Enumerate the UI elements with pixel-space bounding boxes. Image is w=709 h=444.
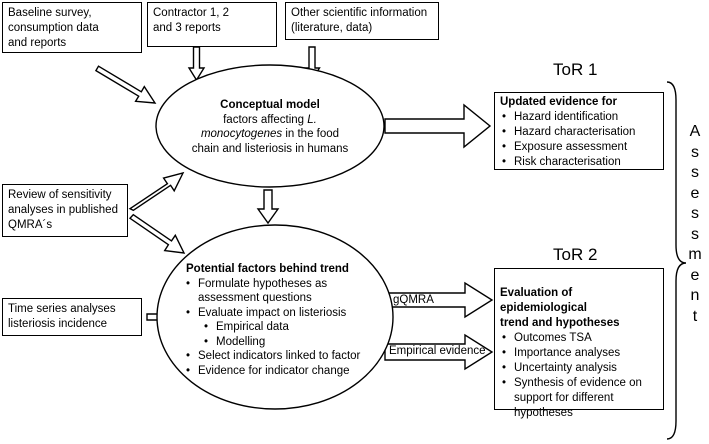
baseline-line-3: and reports [8, 37, 67, 49]
factor-item: Evidence for indicator change [184, 364, 384, 379]
review-line-1: Review of sensitivity [8, 189, 112, 201]
potential-factors-list: Formulate hypotheses as assessment quest… [184, 277, 384, 379]
other-line-1: Other scientific information [291, 7, 428, 19]
tor1-evidence-box: Updated evidence for Hazard identificati… [494, 92, 664, 170]
tor1-item: Hazard identification [500, 110, 658, 125]
other-line-2: (literature, data) [291, 22, 373, 34]
tor1-item: Exposure assessment [500, 140, 658, 155]
gqmra-label: gQMRA [393, 294, 434, 306]
factor-item: Select indicators linked to factor [184, 349, 384, 364]
tor2-item: Importance analyses [500, 346, 658, 361]
assessment-letter: s [691, 143, 699, 161]
factor-subitem: Modelling [184, 335, 384, 350]
potential-factors-text: Potential factors behind trend Formulate… [184, 262, 384, 378]
factor-item: Evaluate impact on listeriosis [184, 306, 384, 321]
conceptual-model-line-1: factors affecting L. [223, 113, 317, 126]
potential-factors-title: Potential factors behind trend [186, 263, 349, 275]
tor2-item-continued: support for different [514, 392, 614, 404]
tor1-item: Hazard characterisation [500, 125, 658, 140]
tor2-label: ToR 2 [553, 245, 598, 264]
timeseries-line-2: listeriosis incidence [8, 318, 108, 330]
tor2-item: Uncertainty analysis [500, 361, 658, 376]
assessment-letter: s [691, 205, 699, 222]
assessment-letter: e [690, 266, 700, 284]
assessment-letter: A [689, 123, 701, 140]
arrow-contractor-to-model [187, 46, 206, 82]
assessment-letter: s [691, 225, 699, 243]
arrow-model-to-factors [256, 189, 280, 225]
conceptual-model-ellipse [155, 64, 385, 188]
tor2-item-continued: hypotheses [514, 407, 573, 419]
contractor-line-2: and 3 reports [153, 22, 221, 34]
assessment-letter: t [692, 307, 698, 325]
assessment-letter: n [690, 287, 700, 304]
arrow-baseline-to-model [94, 65, 157, 104]
empirical-evidence-label: Empirical evidence [389, 345, 486, 357]
arrow-gqmra-to-tor2 [384, 281, 494, 319]
tor2-item: Synthesis of evidence on [500, 376, 658, 391]
conceptual-model-line-3: chain and listeriosis in humans [191, 142, 349, 155]
baseline-survey-box: Baseline survey, consumption data and re… [2, 2, 142, 53]
arrow-review-to-model [128, 171, 185, 212]
review-line-3: QMRA´s [8, 219, 53, 231]
arrow-review-to-factors [128, 213, 186, 254]
tor1-heading: Updated evidence for [500, 96, 617, 108]
conceptual-model-title: Conceptual model [220, 99, 320, 111]
tor1-list: Hazard identification Hazard characteris… [500, 110, 658, 170]
assessment-letter: m [688, 246, 702, 263]
assessment-brace [666, 81, 687, 440]
contractor-line-1: Contractor 1, 2 [153, 7, 230, 19]
other-scientific-info-box: Other scientific information (literature… [285, 2, 439, 40]
factor-item-continued: assessment questions [198, 292, 312, 304]
conceptual-model-line-2: monocytogenes in the food [200, 128, 340, 140]
review-sensitivity-box: Review of sensitivity analyses in publis… [2, 184, 128, 237]
review-line-2: analyses in published [8, 204, 118, 216]
factor-item: Formulate hypotheses as [184, 277, 384, 292]
arrow-model-to-tor1 [384, 103, 492, 149]
tor2-heading-line-1: Evaluation of epidemiological [500, 287, 587, 314]
tor2-heading-line-2: trend and hypotheses [500, 317, 620, 329]
contractor-reports-box: Contractor 1, 2 and 3 reports [147, 2, 277, 47]
assessment-letter: e [690, 184, 700, 202]
tor2-list: Outcomes TSA Importance analyses Uncerta… [500, 331, 658, 421]
tor2-evaluation-box: Evaluation of epidemiological trend and … [494, 268, 664, 419]
tor1-label: ToR 1 [553, 60, 598, 79]
time-series-box: Time series analyses listeriosis inciden… [2, 298, 142, 336]
arrow-empirical-to-tor2 [384, 333, 494, 371]
conceptual-model-text: Conceptual model factors affecting L. mo… [170, 98, 370, 156]
baseline-line-2: consumption data [8, 22, 99, 34]
baseline-line-1: Baseline survey, [8, 7, 92, 19]
assessment-letter: s [691, 164, 699, 181]
tor1-item: Risk characterisation [500, 155, 658, 170]
factor-subitem: Empirical data [184, 320, 384, 335]
timeseries-line-1: Time series analyses [8, 303, 116, 315]
tor2-item: Outcomes TSA [500, 331, 658, 346]
